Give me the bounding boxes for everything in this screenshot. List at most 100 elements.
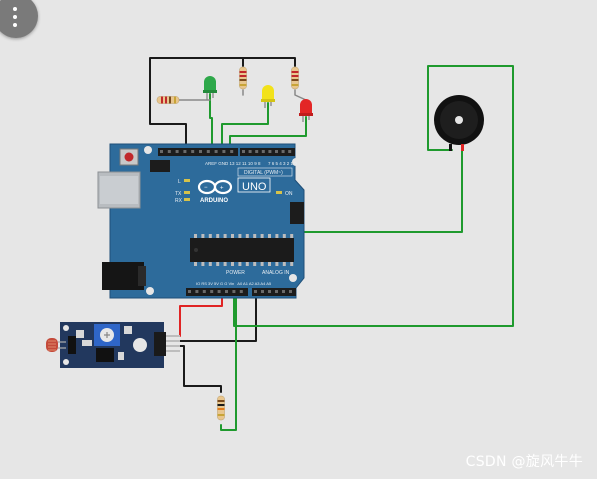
pin: [289, 290, 292, 293]
wire-green-led-green: [209, 93, 213, 151]
wire-black-top: [149, 57, 296, 151]
wire-red-5v: [179, 291, 223, 337]
wire-black-sensor-r: [179, 345, 222, 393]
pin: [281, 150, 285, 153]
pin: [242, 150, 245, 153]
led-green[interactable]: [203, 76, 217, 100]
icsp-header-left: [150, 160, 170, 172]
pin: [199, 150, 202, 153]
pin: [201, 262, 205, 266]
ldr-photoresistor: [46, 338, 66, 352]
pin: [238, 234, 242, 238]
led-yellow[interactable]: [261, 85, 275, 108]
pin: [225, 290, 228, 293]
pin: [231, 262, 234, 266]
pin: [160, 150, 163, 153]
pin: [214, 150, 218, 153]
pin: [261, 150, 265, 153]
pin: [261, 290, 264, 293]
icsp-header-right: [290, 202, 304, 224]
pin: [216, 262, 220, 266]
pin: [248, 150, 252, 153]
pin: [239, 290, 243, 293]
power-header: [186, 288, 248, 296]
pin: [223, 234, 227, 238]
pin: [253, 234, 257, 238]
analog-label: ANALOG IN: [262, 270, 290, 276]
atmega-chip: [190, 234, 294, 266]
pin: [167, 150, 171, 153]
wire-green-sensor-ao: [220, 291, 237, 431]
pin: [175, 150, 179, 153]
pin: [260, 262, 264, 266]
pin: [290, 234, 294, 238]
pin: [183, 150, 187, 153]
resistor-2[interactable]: [239, 66, 247, 90]
pin: [275, 262, 279, 266]
rx-led-label: RX: [175, 198, 183, 204]
wire-green-led-red: [229, 116, 307, 151]
pin: [194, 234, 197, 238]
pin: [232, 290, 236, 293]
more-vert-icon: [12, 7, 18, 27]
tx-led-label: TX: [175, 191, 182, 197]
pin: [202, 290, 206, 293]
pin: [231, 234, 234, 238]
resistor-4[interactable]: [217, 395, 225, 421]
pin: [268, 234, 271, 238]
watermark: CSDN @旋风牛牛: [465, 454, 583, 470]
pin: [201, 234, 205, 238]
analog-header: [252, 288, 296, 296]
digital-pin-labels: AREF GND 13 12 11 10 9 8 7 6 5 4 3 2 1 0: [205, 161, 297, 166]
pin: [210, 290, 214, 293]
model-label: UNO: [242, 181, 267, 193]
wire-black-sensor-gnd: [179, 291, 257, 342]
wire-green-led-yellow: [221, 102, 269, 151]
pin: [255, 150, 259, 153]
pin: [260, 234, 264, 238]
digital-header: [158, 148, 295, 156]
pin: [282, 262, 286, 266]
power-label: POWER: [226, 270, 245, 276]
pin: [230, 150, 234, 153]
resistor-leads: [157, 89, 307, 101]
pin: [275, 234, 279, 238]
pin: [268, 150, 272, 153]
digital-label: DIGITAL (PWM~): [244, 170, 283, 176]
pin: [290, 262, 294, 266]
pin: [245, 234, 249, 238]
pin: [268, 262, 271, 266]
pin: [282, 234, 286, 238]
pin: [275, 290, 278, 293]
pin: [208, 262, 212, 266]
pin: [282, 290, 285, 293]
light-sensor-module[interactable]: [46, 322, 180, 368]
pin: [222, 150, 226, 153]
pin: [223, 262, 227, 266]
potentiometer[interactable]: [94, 324, 120, 346]
piezo-buzzer[interactable]: [434, 95, 484, 151]
pin: [254, 290, 257, 293]
pin: [238, 262, 242, 266]
led-red[interactable]: [299, 99, 313, 122]
pin: [195, 290, 199, 293]
pin: [253, 262, 257, 266]
pin: [206, 150, 210, 153]
svg-text:−: −: [204, 185, 208, 191]
wire-green-buzzer-gnd: [233, 65, 514, 327]
pin: [216, 234, 220, 238]
pin: [217, 290, 221, 293]
arduino-logo: − +: [197, 179, 233, 195]
on-led-label: ON: [285, 191, 293, 197]
pin: [275, 150, 278, 153]
pin: [245, 262, 249, 266]
pin: [191, 150, 195, 153]
power-jack: [102, 262, 144, 290]
resistor-3[interactable]: [291, 66, 299, 90]
resistor-1[interactable]: [156, 96, 180, 104]
brand-label: ARDUINO: [200, 198, 228, 204]
pin: [188, 290, 191, 293]
arduino-uno-board[interactable]: AREF GND 13 12 11 10 9 8 7 6 5 4 3 2 1 0…: [97, 143, 305, 299]
pin: [208, 234, 212, 238]
